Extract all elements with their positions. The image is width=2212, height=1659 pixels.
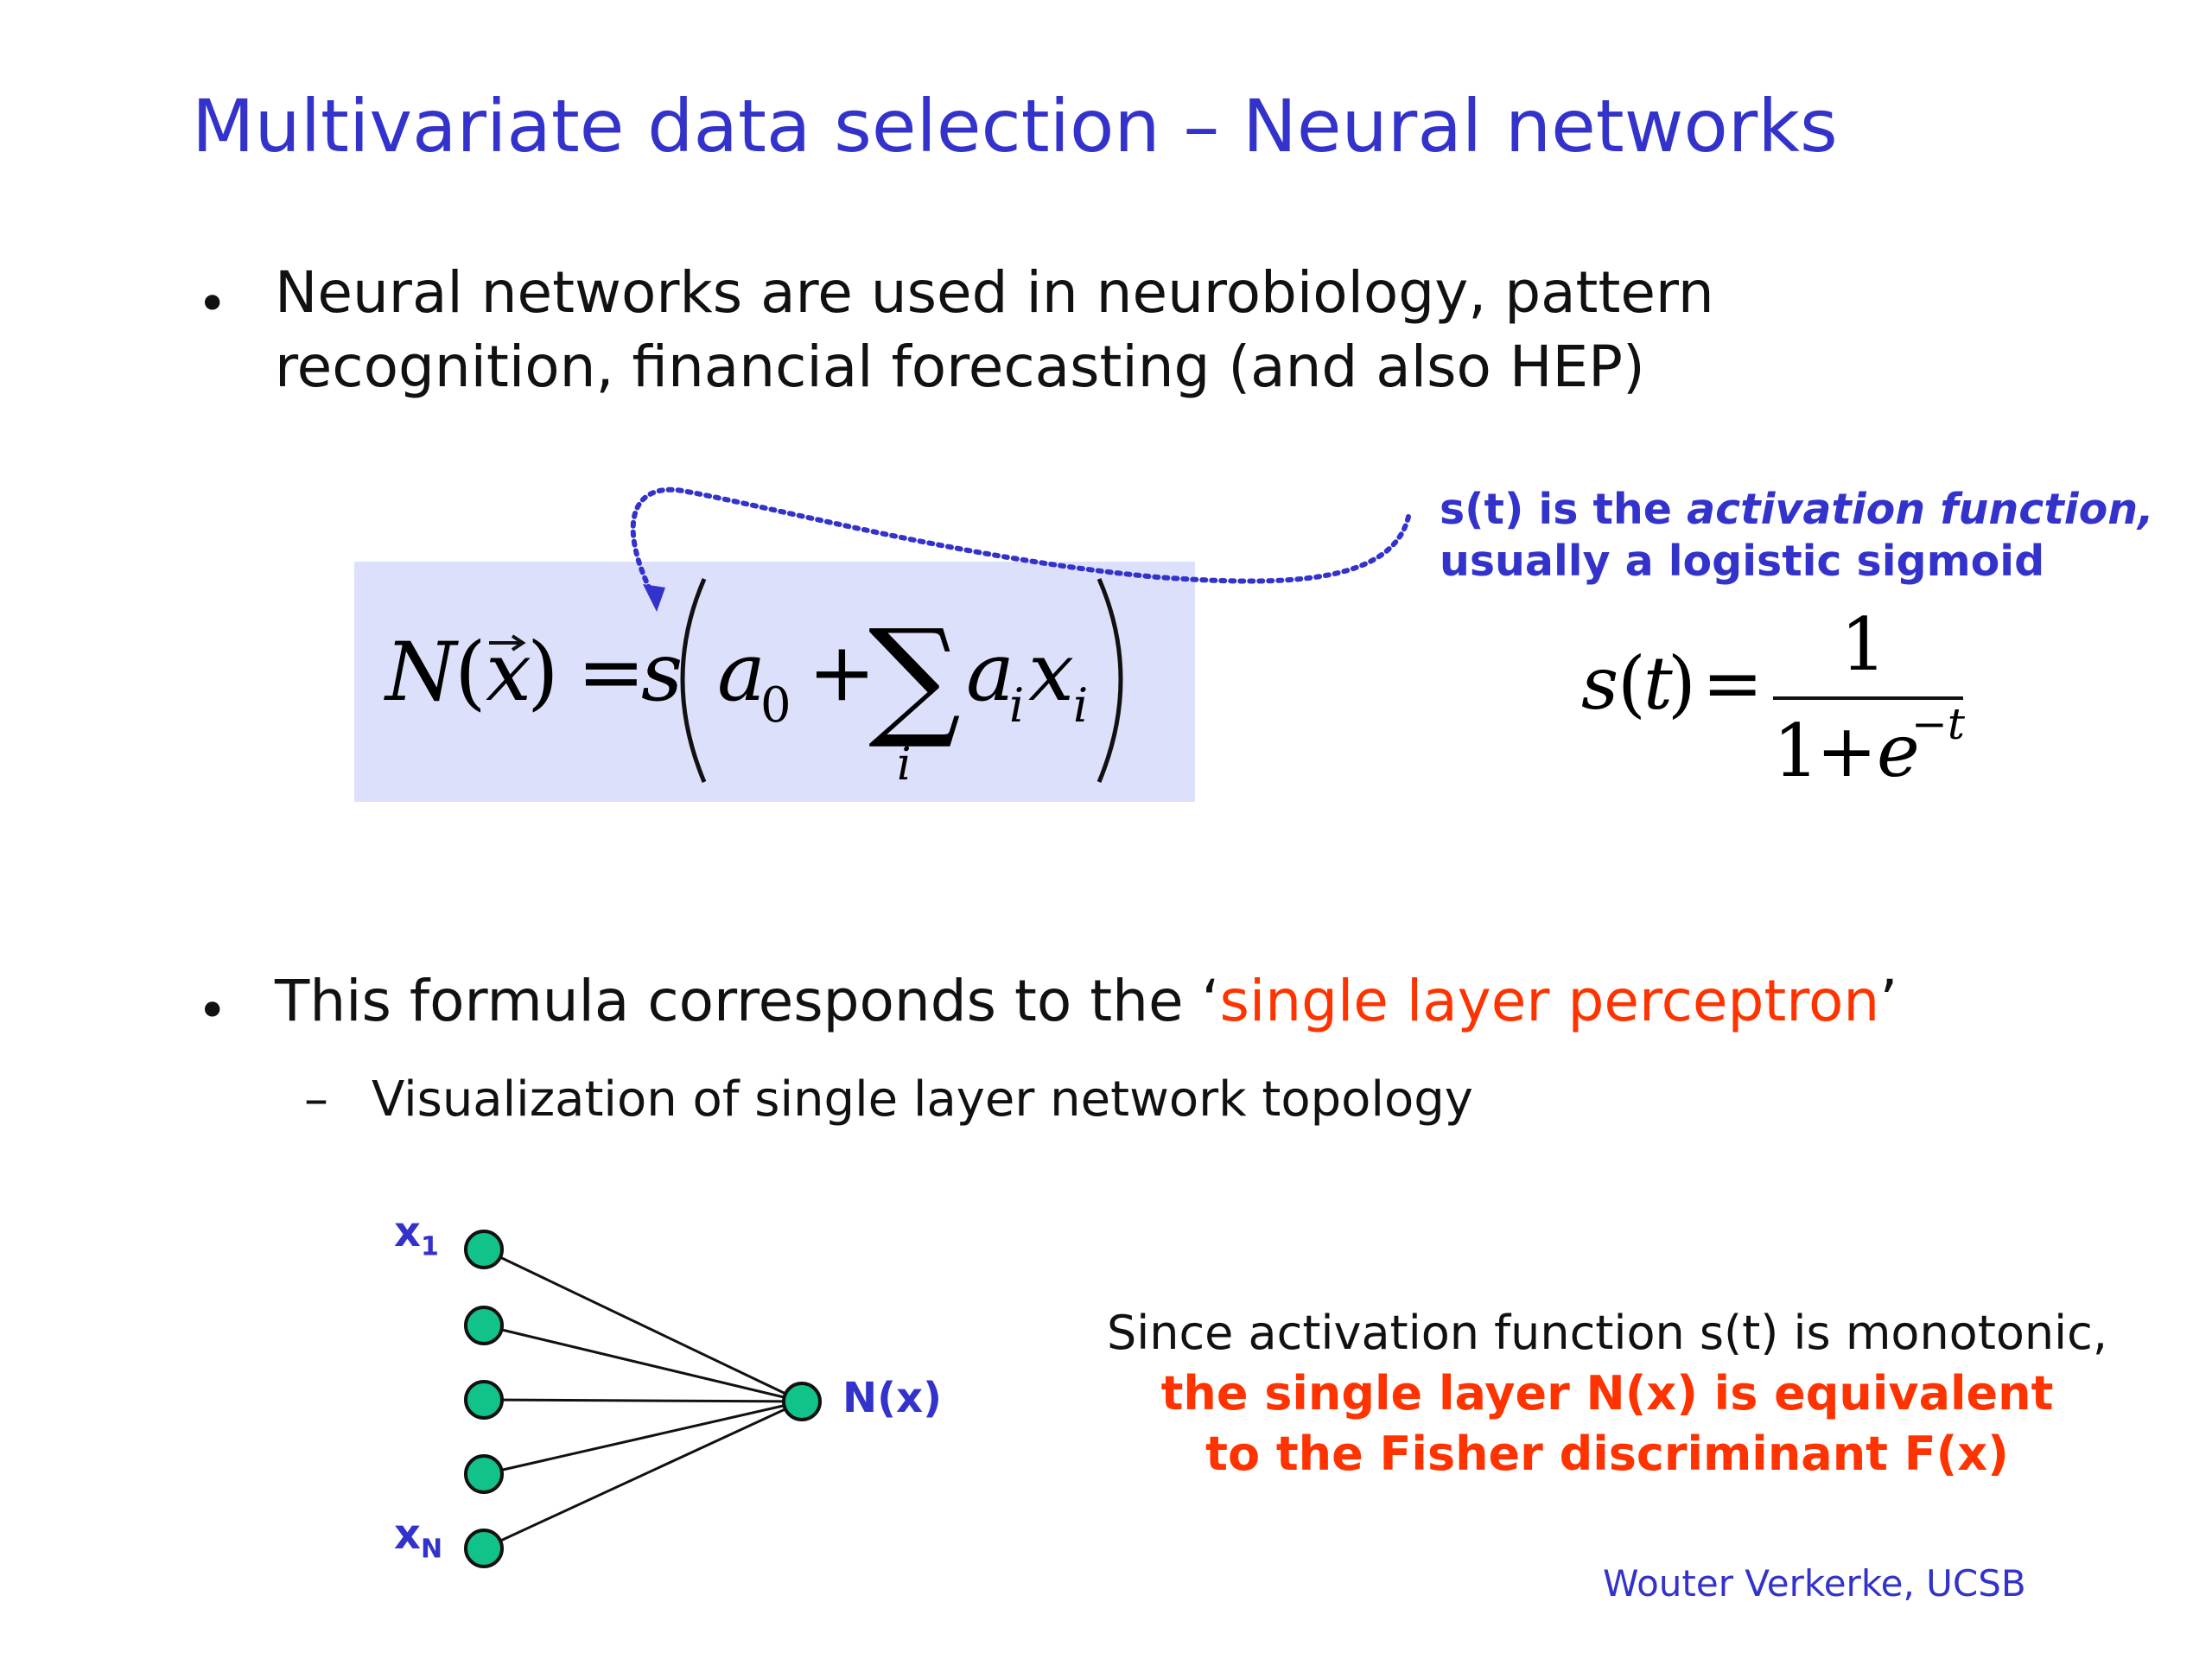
sub-bullet-dash: –	[304, 1071, 328, 1128]
edge	[483, 1400, 803, 1476]
slide-title: Multivariate data selection – Neural net…	[192, 84, 1838, 168]
footer-author: Wouter Verkerke, UCSB	[1603, 1562, 2026, 1605]
activation-note: s(t) is the activation function, usually…	[1440, 484, 2154, 588]
bullet-2: This formula corresponds to the ‘single …	[275, 964, 1897, 1039]
sum-symbol: ∑	[868, 602, 961, 753]
network-diagram	[464, 1230, 822, 1568]
sigmoid-rparen: )	[1668, 641, 1696, 726]
sigmoid-t: t	[1643, 641, 1673, 726]
sigmoid-s: s	[1581, 641, 1618, 726]
input-nodes	[464, 1230, 504, 1568]
input-label-last: xN	[394, 1510, 442, 1565]
dotted-arrow-head	[643, 584, 665, 612]
output-label: N(x)	[842, 1374, 943, 1422]
input-node	[464, 1306, 504, 1345]
bullet-1-line2: recognition, financial forecasting (and …	[275, 334, 1645, 400]
formula-lparen: (	[454, 626, 486, 720]
formula-a0: a	[717, 626, 766, 720]
sub-bullet-text: Visualization of single layer network to…	[372, 1071, 1473, 1128]
conclusion: Since activation function s(t) is monoto…	[1067, 1303, 2147, 1484]
sigmoid-denom-e: e	[1877, 709, 1920, 793]
bullet-1: Neural networks are used in neurobiology…	[275, 256, 1714, 404]
input-node	[464, 1529, 504, 1568]
input-label-first-sub: 1	[420, 1231, 439, 1262]
bullet-dot: •	[197, 274, 228, 334]
formula-box: N ( x ) = s a 0 + ∑ i a i x i	[354, 562, 1195, 802]
input-label-first: x1	[394, 1208, 439, 1262]
formula-rparen: )	[527, 626, 559, 720]
output-node	[782, 1382, 822, 1421]
vector-arrow-head	[511, 634, 526, 652]
formula-ai: a	[966, 626, 1014, 720]
edge	[483, 1324, 803, 1403]
connections	[483, 1248, 803, 1550]
neural-formula: N ( x ) = s a 0 + ∑ i a i x i	[384, 578, 1123, 791]
formula-x: x	[486, 626, 531, 720]
dotted-arrow	[630, 486, 1411, 612]
big-right-paren	[1096, 578, 1123, 783]
big-left-paren	[680, 578, 707, 783]
activation-note-prefix: s(t) is the	[1440, 485, 1688, 534]
edge	[483, 1398, 803, 1403]
conclusion-line1: Since activation function s(t) is monoto…	[1106, 1306, 2108, 1360]
bullet-1-line1: Neural networks are used in neurobiology…	[275, 259, 1714, 326]
input-label-last-sub: N	[420, 1534, 443, 1565]
formula-a0-sub: 0	[760, 677, 791, 734]
formula-xi-sub: i	[1073, 678, 1088, 733]
formula-s: s	[641, 626, 683, 720]
activation-note-italic: activation function,	[1687, 485, 2154, 534]
formula-equals: =	[577, 626, 645, 720]
sigmoid-denom-1: 1	[1773, 709, 1819, 793]
bullet-2-text: This formula corresponds to the ‘	[275, 968, 1220, 1034]
formula-plus: +	[808, 626, 876, 720]
edge	[483, 1248, 803, 1403]
conclusion-line3: to the Fisher discriminant F(x)	[1205, 1427, 2009, 1481]
sigmoid-lparen: (	[1618, 641, 1646, 726]
formula-xi: x	[1028, 626, 1074, 720]
sigmoid-exponent: −t	[1911, 699, 1966, 749]
input-node	[464, 1454, 504, 1494]
edge	[483, 1400, 803, 1550]
conclusion-line2: the single layer N(x) is equivalent	[1160, 1366, 2054, 1421]
sigmoid-denom-plus: +	[1816, 709, 1877, 793]
bullet-2-highlight: single layer perceptron	[1219, 968, 1880, 1034]
input-node	[464, 1230, 504, 1269]
input-node	[464, 1380, 504, 1420]
bullet-2-close-quote: ’	[1879, 968, 1898, 1034]
formula-ai-sub: i	[1009, 678, 1024, 733]
activation-note-line1: s(t) is the activation function,	[1440, 484, 2154, 536]
bullet-dot: •	[197, 981, 228, 1041]
input-label-last-x: x	[394, 1510, 421, 1559]
dotted-arrow-curve	[630, 486, 1411, 597]
activation-note-line2: usually a logistic sigmoid	[1440, 537, 2045, 586]
sigmoid-equals: =	[1702, 641, 1763, 726]
sigmoid-numerator: 1	[1840, 605, 1886, 687]
sum-index: i	[897, 739, 912, 791]
sigmoid-formula: s ( t ) = 1 1 + e −t	[1581, 605, 1966, 793]
formula-N: N	[384, 626, 459, 720]
input-label-first-x: x	[394, 1208, 421, 1256]
